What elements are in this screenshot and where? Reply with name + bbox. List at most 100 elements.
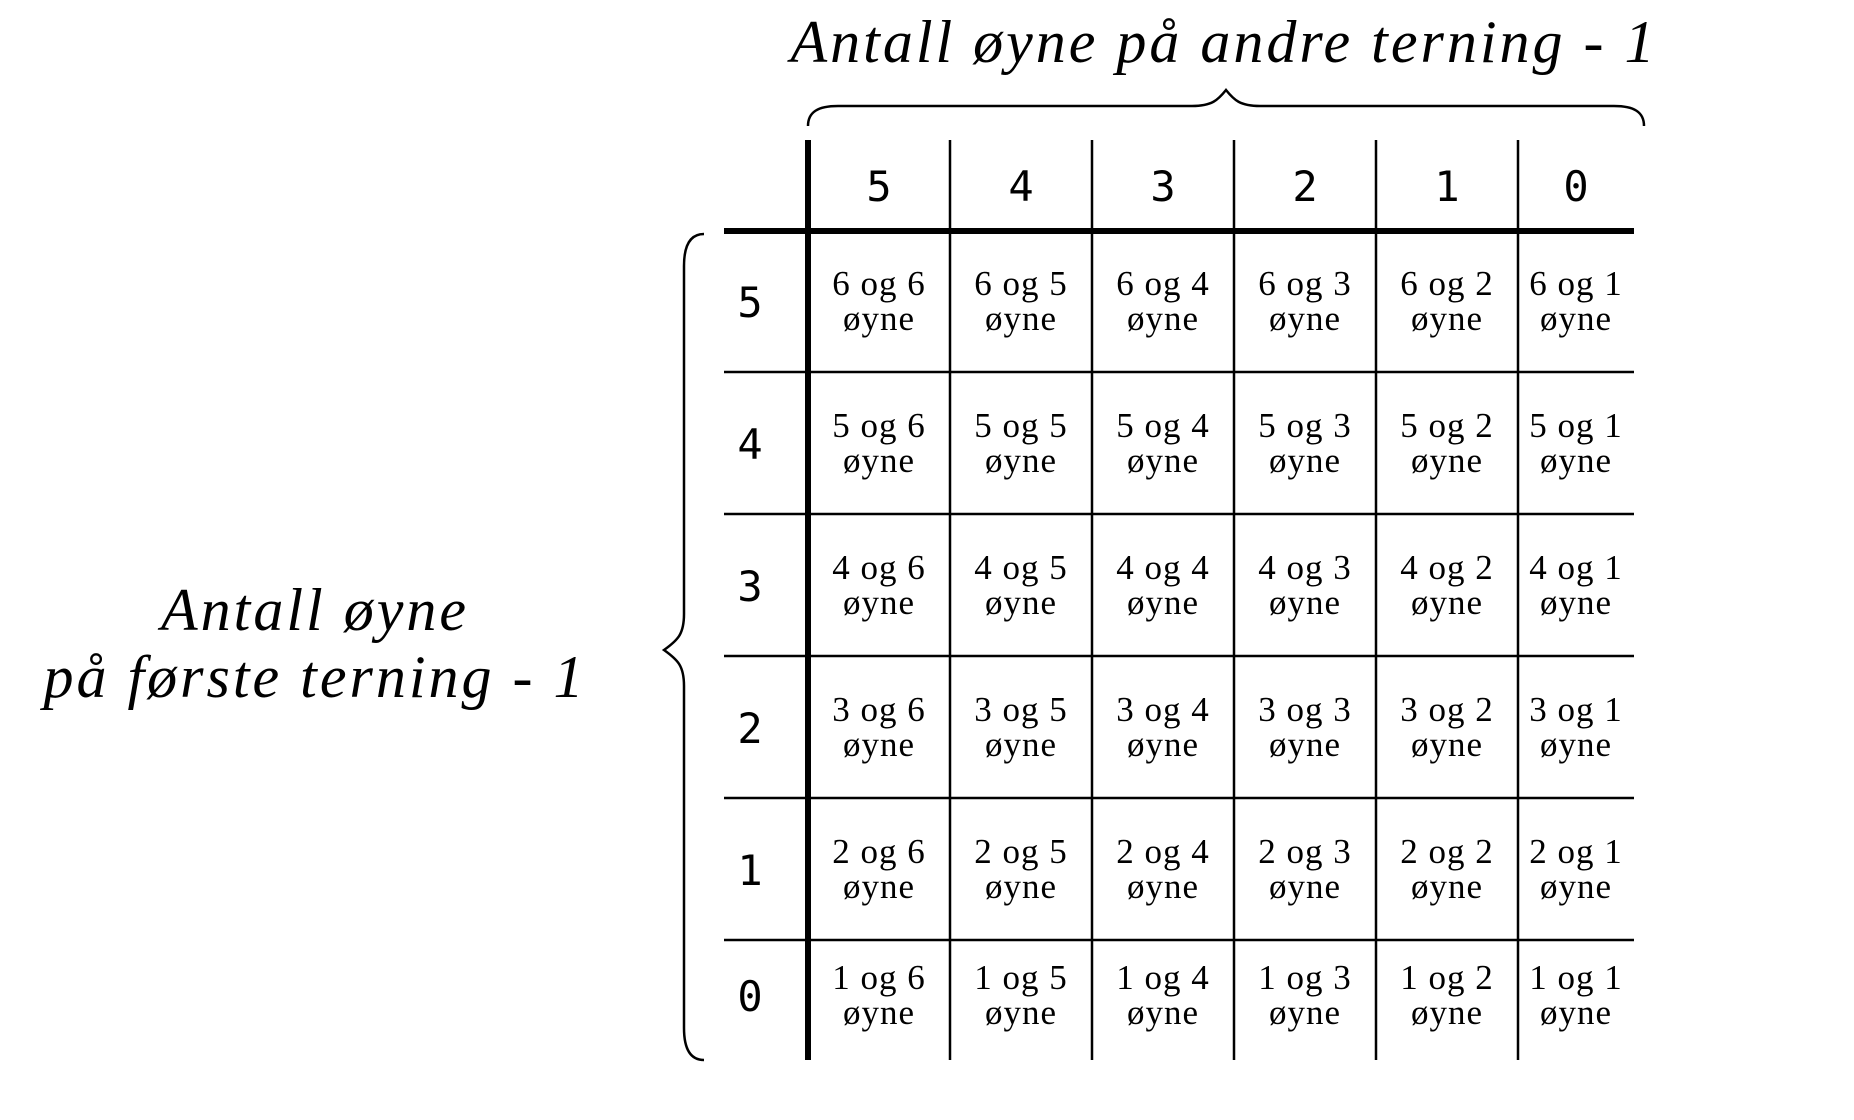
cell-unit: øyne (1539, 867, 1613, 906)
cell-unit: øyne (1268, 725, 1342, 764)
cell-pair: 5 og 5 (974, 406, 1068, 445)
cell-pair: 2 og 4 (1116, 832, 1210, 871)
top-axis-label: Antall øyne på andre terning - 1 (790, 9, 1658, 75)
cell-pair: 2 og 1 (1529, 832, 1623, 871)
cell-unit: øyne (842, 725, 916, 764)
cell-unit: øyne (1410, 583, 1484, 622)
cell-pair: 6 og 2 (1400, 264, 1494, 303)
cell-unit: øyne (1126, 299, 1200, 338)
cell-pair: 1 og 3 (1258, 958, 1352, 997)
left-axis-label-line2: på første terning - 1 (43, 644, 587, 710)
cell-pair: 5 og 6 (832, 406, 926, 445)
cell-unit: øyne (1268, 441, 1342, 480)
cell-pair: 5 og 1 (1529, 406, 1623, 445)
row-header: 3 (737, 562, 763, 611)
cell-unit: øyne (1126, 993, 1200, 1032)
cell-pair: 4 og 3 (1258, 548, 1352, 587)
cell-unit: øyne (1126, 725, 1200, 764)
cell-unit: øyne (842, 993, 916, 1032)
cell-unit: øyne (1539, 299, 1613, 338)
cell-unit: øyne (1410, 725, 1484, 764)
row-header: 0 (737, 972, 763, 1021)
left-curly-brace (661, 232, 705, 1062)
cell-unit: øyne (984, 299, 1058, 338)
cell-unit: øyne (1268, 299, 1342, 338)
cell-pair: 2 og 6 (832, 832, 926, 871)
cell-pair: 1 og 6 (832, 958, 926, 997)
cell-unit: øyne (1539, 725, 1613, 764)
cell-pair: 2 og 2 (1400, 832, 1494, 871)
cell-pair: 3 og 5 (974, 690, 1068, 729)
cell-pair: 1 og 2 (1400, 958, 1494, 997)
column-header: 5 (866, 162, 892, 211)
row-header: 1 (737, 846, 763, 895)
cell-unit: øyne (1268, 583, 1342, 622)
grid-lines (724, 140, 1634, 1060)
column-header: 3 (1150, 162, 1176, 211)
cell-pair: 1 og 5 (974, 958, 1068, 997)
column-header: 2 (1292, 162, 1318, 211)
cell-pair: 5 og 4 (1116, 406, 1210, 445)
cell-pair: 5 og 2 (1400, 406, 1494, 445)
cell-unit: øyne (984, 993, 1058, 1032)
cell-pair: 1 og 4 (1116, 958, 1210, 997)
cell-unit: øyne (1539, 583, 1613, 622)
cell-pair: 6 og 1 (1529, 264, 1623, 303)
cell-unit: øyne (984, 725, 1058, 764)
cell-pair: 4 og 6 (832, 548, 926, 587)
cell-unit: øyne (1539, 993, 1613, 1032)
cell-unit: øyne (1539, 441, 1613, 480)
cell-pair: 3 og 1 (1529, 690, 1623, 729)
cell-pair: 4 og 5 (974, 548, 1068, 587)
cell-pair: 3 og 2 (1400, 690, 1494, 729)
cell-unit: øyne (984, 441, 1058, 480)
cell-pair: 6 og 6 (832, 264, 926, 303)
cell-unit: øyne (842, 867, 916, 906)
cell-unit: øyne (1268, 867, 1342, 906)
cell-unit: øyne (1410, 993, 1484, 1032)
cell-unit: øyne (1268, 993, 1342, 1032)
left-axis-label: Antall øyne på første terning - 1 (10, 577, 620, 711)
cell-unit: øyne (1410, 299, 1484, 338)
cell-unit: øyne (842, 441, 916, 480)
cell-unit: øyne (984, 583, 1058, 622)
row-header: 2 (737, 704, 763, 753)
top-curly-brace (806, 87, 1646, 127)
cell-pair: 6 og 4 (1116, 264, 1210, 303)
column-header: 0 (1563, 162, 1589, 211)
cell-pair: 4 og 1 (1529, 548, 1623, 587)
